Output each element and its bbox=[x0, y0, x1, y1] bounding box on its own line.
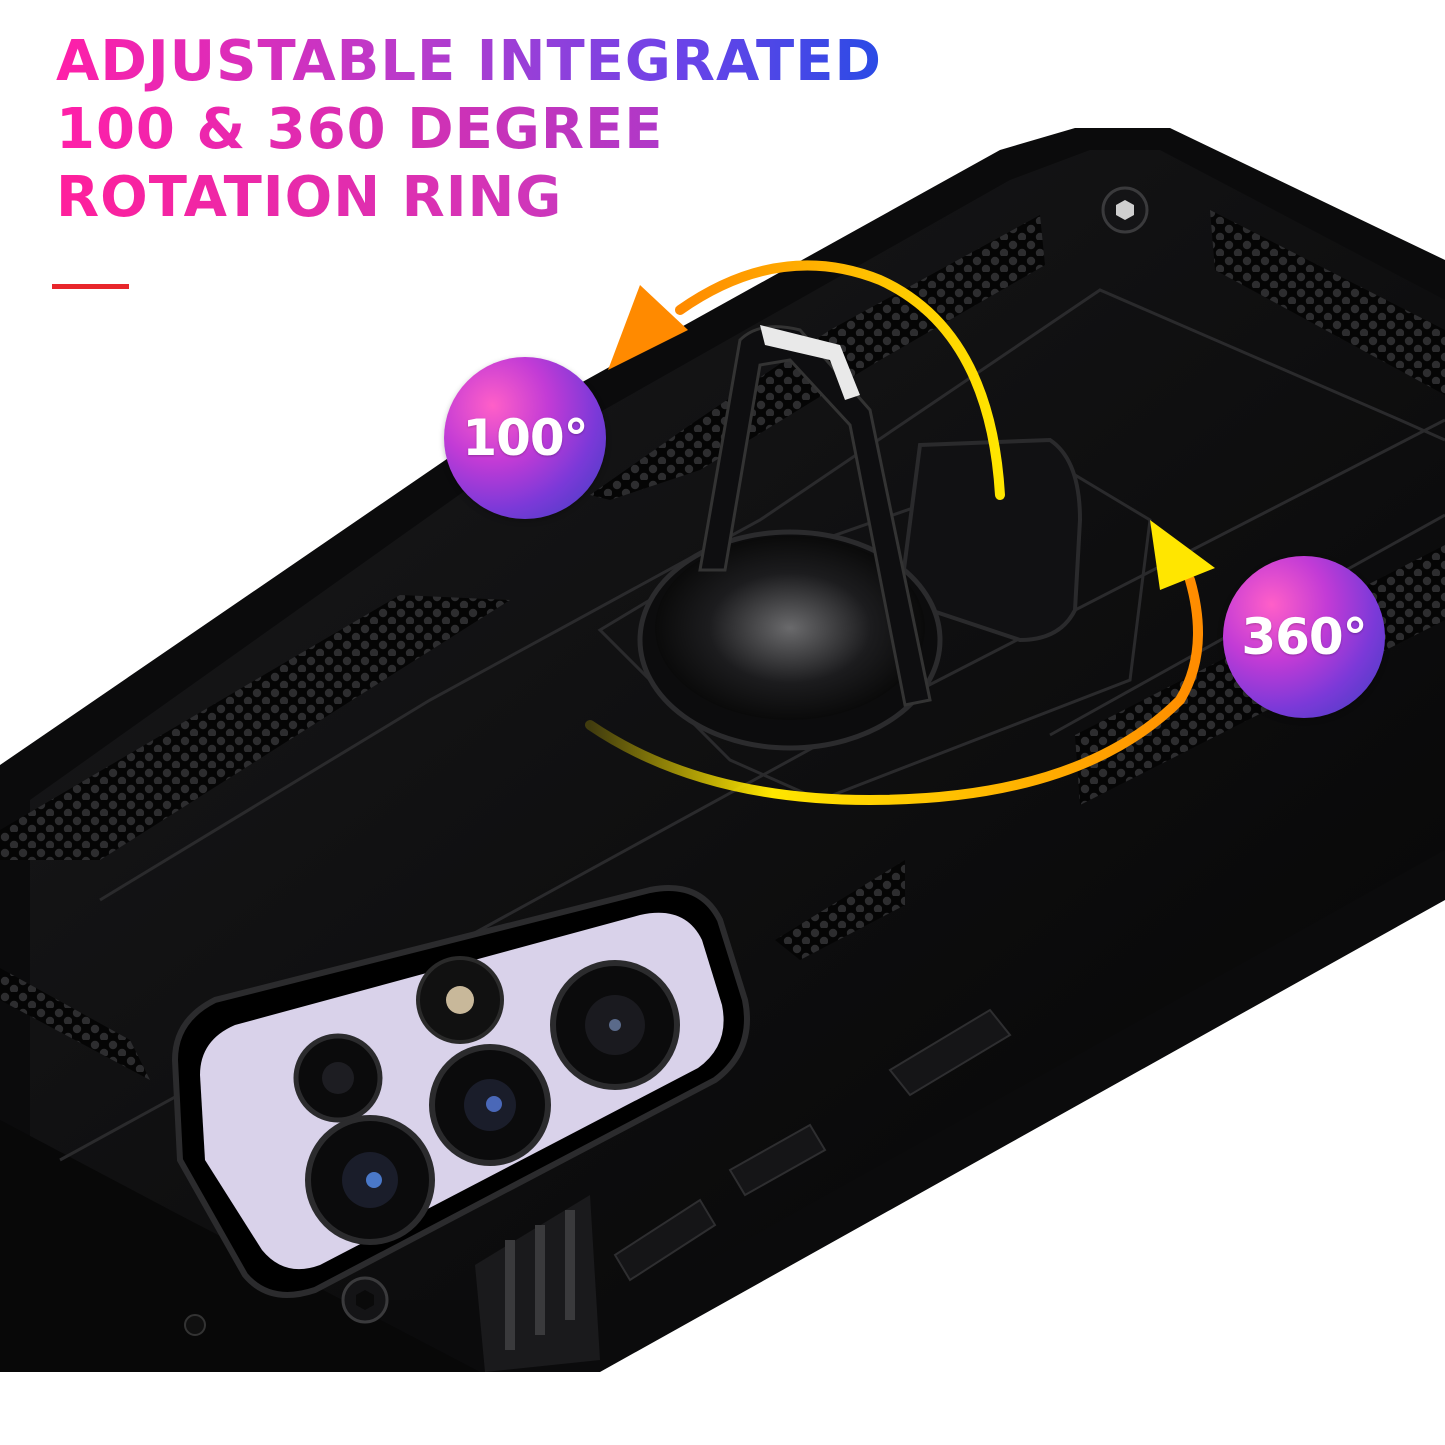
accent-bar bbox=[52, 284, 129, 289]
headline-line-3: ROTATION RING bbox=[56, 164, 882, 232]
ring-holder bbox=[637, 325, 1083, 751]
tilt-angle-label: 100° bbox=[462, 409, 588, 467]
rotation-arrows bbox=[585, 260, 1215, 806]
headline-line-2: 100 & 360 DEGREE bbox=[56, 96, 882, 164]
rotation-angle-label: 360° bbox=[1241, 608, 1367, 666]
bumper-grooves bbox=[475, 1195, 600, 1372]
case-screws bbox=[184, 186, 1149, 1336]
rotation-angle-badge: 360° bbox=[1223, 556, 1385, 718]
camera-lenses bbox=[293, 956, 680, 1245]
headline: ADJUSTABLE INTEGRATED 100 & 360 DEGREE R… bbox=[56, 28, 882, 232]
tilt-angle-badge: 100° bbox=[444, 357, 606, 519]
headline-line-1: ADJUSTABLE INTEGRATED bbox=[56, 29, 882, 94]
side-buttons bbox=[613, 1008, 1012, 1282]
